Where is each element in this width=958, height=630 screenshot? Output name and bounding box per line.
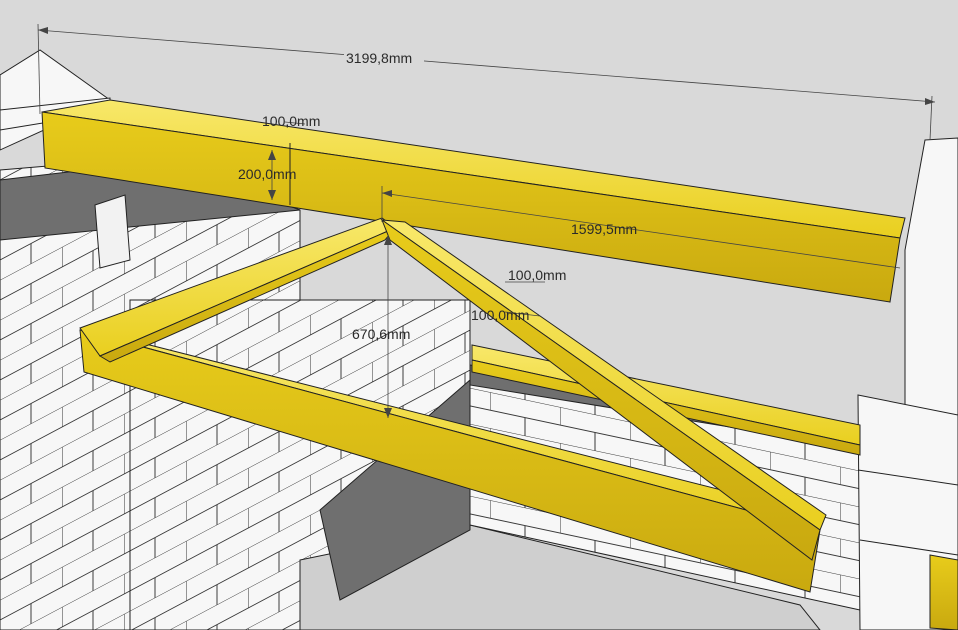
dim-line-width — [284, 121, 306, 125]
dim-overall-length: 3199,8mm — [346, 50, 412, 66]
window-opening — [94, 194, 131, 269]
dim-ext-right — [929, 95, 933, 141]
dim-brace-width: 100,0mm — [508, 267, 566, 283]
dimension-lines — [37, 23, 936, 418]
dim-truss-rise: 670,6mm — [352, 326, 410, 342]
dim-ext-left — [37, 23, 41, 115]
label-bg-overall — [344, 50, 424, 67]
ridge-beam — [41, 99, 906, 303]
arrow-rise-bottom — [384, 408, 392, 418]
right-plate — [929, 554, 958, 630]
arrow-overall-left — [38, 27, 48, 34]
arrow-half-span — [382, 190, 392, 197]
arrow-overall-right — [925, 98, 935, 105]
dim-brace-depth: 100,0mm — [471, 307, 529, 323]
dimension-arrows — [38, 27, 935, 418]
dim-beam-width: 100,0mm — [262, 113, 320, 129]
dim-beam-height: 200,0mm — [238, 166, 296, 182]
dim-line-overall — [37, 29, 936, 103]
dim-half-span: 1599,5mm — [571, 221, 637, 237]
arrow-rise-top — [384, 235, 392, 245]
truss-left-rafter — [79, 217, 396, 363]
arrow-height-bottom — [268, 190, 276, 200]
dim-line-half-span — [381, 192, 901, 269]
truss-right-brace — [380, 218, 827, 561]
dim-line-brace-depth — [504, 311, 541, 317]
arrow-height-top — [268, 150, 276, 160]
